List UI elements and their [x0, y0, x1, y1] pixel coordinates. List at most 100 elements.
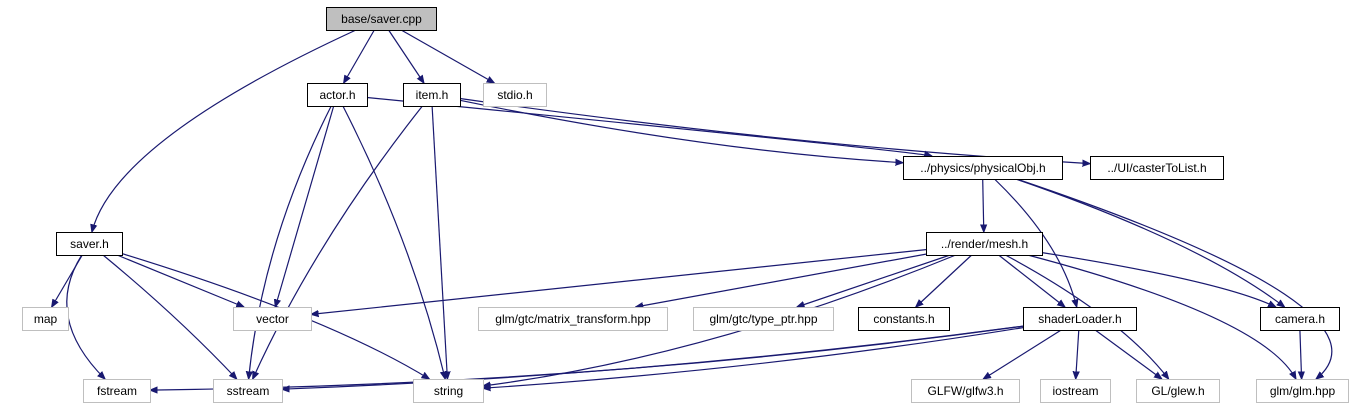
- edge-item_h-to-sstream: [253, 105, 423, 379]
- node-box-glfw3_h: [911, 379, 1020, 403]
- edge-saver_h-to-vector: [116, 254, 244, 307]
- node-box-type_ptr: [693, 307, 834, 331]
- edge-mesh_h-to-camera_h: [1041, 252, 1276, 307]
- node-camera_h[interactable]: camera.h: [1260, 307, 1340, 331]
- node-sstream: sstream: [213, 379, 283, 403]
- node-box-camera_h: [1260, 307, 1340, 331]
- node-saver_h[interactable]: saver.h: [56, 232, 123, 256]
- node-label-saver_h: saver.h: [70, 237, 109, 251]
- edge-camera_h-to-glm_hpp: [1300, 329, 1302, 379]
- node-label-glew_h: GL/glew.h: [1151, 384, 1204, 398]
- node-label-fstream: fstream: [97, 384, 137, 398]
- node-shaderLoader_h[interactable]: shaderLoader.h: [1023, 307, 1137, 331]
- node-iostream: iostream: [1040, 379, 1111, 403]
- node-box-constants_h: [858, 307, 950, 331]
- node-box-sstream: [213, 379, 283, 403]
- edge-shaderLoader_h-to-glew_h: [1094, 329, 1162, 379]
- node-box-glew_h: [1136, 379, 1220, 403]
- node-box-stdio_h: [483, 83, 547, 107]
- node-string: string: [413, 379, 484, 403]
- node-label-constants_h: constants.h: [873, 312, 934, 326]
- edge-mesh_h-to-shaderLoader_h: [998, 254, 1065, 307]
- node-box-shaderLoader_h: [1023, 307, 1137, 331]
- edge-physicalObj_h-to-shaderLoader_h: [994, 178, 1077, 307]
- node-physicalObj_h[interactable]: ../physics/physicalObj.h: [903, 156, 1063, 180]
- node-label-mesh_h: ../render/mesh.h: [941, 237, 1028, 251]
- node-box-actor_h: [307, 83, 368, 107]
- node-vector: vector: [233, 307, 312, 331]
- node-box-saver_cpp: [326, 7, 437, 31]
- node-label-iostream: iostream: [1052, 384, 1098, 398]
- node-glew_h: GL/glew.h: [1136, 379, 1220, 403]
- edge-mesh_h-to-string: [483, 254, 957, 386]
- node-saver_cpp[interactable]: base/saver.cpp: [326, 7, 437, 31]
- node-box-glm_hpp: [1256, 379, 1349, 403]
- node-stdio_h: stdio.h: [483, 83, 547, 107]
- node-box-fstream: [83, 379, 151, 403]
- node-actor_h[interactable]: actor.h: [307, 83, 368, 107]
- node-map: map: [22, 307, 69, 331]
- edge-saver_h-to-sstream: [102, 254, 237, 379]
- node-mesh_h[interactable]: ../render/mesh.h: [926, 232, 1043, 256]
- edge-layer: [52, 29, 1333, 390]
- node-type_ptr: glm/gtc/type_ptr.hpp: [693, 307, 834, 331]
- edge-saver_cpp-to-saver_h: [92, 29, 357, 232]
- node-box-casterToList_h: [1090, 156, 1224, 180]
- edge-saver_cpp-to-stdio_h: [400, 29, 494, 83]
- node-label-actor_h: actor.h: [319, 88, 355, 102]
- edge-actor_h-to-vector: [275, 105, 335, 307]
- node-matrix_transform: glm/gtc/matrix_transform.hpp: [478, 307, 668, 331]
- node-label-type_ptr: glm/gtc/type_ptr.hpp: [709, 312, 817, 326]
- edge-physicalObj_h-to-mesh_h: [983, 178, 984, 232]
- edge-physicalObj_h-to-camera_h: [1015, 178, 1285, 307]
- node-label-matrix_transform: glm/gtc/matrix_transform.hpp: [495, 312, 651, 326]
- edge-shaderLoader_h-to-iostream: [1076, 329, 1079, 379]
- node-box-mesh_h: [926, 232, 1043, 256]
- node-label-shaderLoader_h: shaderLoader.h: [1038, 312, 1121, 326]
- node-label-item_h: item.h: [416, 88, 449, 102]
- edge-shaderLoader_h-to-sstream: [282, 325, 1024, 389]
- node-casterToList_h[interactable]: ../UI/casterToList.h: [1090, 156, 1224, 180]
- edge-mesh_h-to-glm_hpp: [1027, 254, 1296, 379]
- edge-saver_cpp-to-item_h: [388, 29, 424, 83]
- edge-mesh_h-to-constants_h: [916, 254, 973, 307]
- edge-item_h-to-physicalObj_h: [459, 99, 903, 162]
- node-fstream: fstream: [83, 379, 151, 403]
- node-glm_hpp: glm/glm.hpp: [1256, 379, 1349, 403]
- node-label-map: map: [34, 312, 58, 326]
- node-label-vector: vector: [256, 312, 289, 326]
- node-label-stdio_h: stdio.h: [497, 88, 532, 102]
- node-box-matrix_transform: [478, 307, 668, 331]
- edge-actor_h-to-string: [342, 105, 445, 379]
- node-glfw3_h: GLFW/glfw3.h: [911, 379, 1020, 403]
- node-label-glfw3_h: GLFW/glfw3.h: [927, 384, 1003, 398]
- node-box-string: [413, 379, 484, 403]
- edge-shaderLoader_h-to-glfw3_h: [983, 329, 1062, 379]
- node-label-saver_cpp: base/saver.cpp: [341, 12, 422, 26]
- node-box-item_h: [403, 83, 461, 107]
- edge-shaderLoader_h-to-string: [483, 327, 1024, 389]
- node-label-camera_h: camera.h: [1275, 312, 1325, 326]
- edge-actor_h-to-physicalObj_h: [366, 96, 932, 157]
- edge-item_h-to-casterToList_h: [459, 97, 1090, 164]
- edge-item_h-to-string: [431, 105, 447, 379]
- node-label-string: string: [434, 384, 463, 398]
- node-item_h[interactable]: item.h: [403, 83, 461, 107]
- node-label-sstream: sstream: [227, 384, 270, 398]
- node-layer: base/saver.cpp actor.h item.h stdio.h ../phy…: [22, 7, 1349, 403]
- edge-saver_cpp-to-actor_h: [344, 29, 375, 83]
- node-label-physicalObj_h: ../physics/physicalObj.h: [920, 161, 1045, 175]
- node-box-saver_h: [56, 232, 123, 256]
- edge-mesh_h-to-vector: [311, 249, 927, 315]
- node-box-physicalObj_h: [903, 156, 1063, 180]
- node-label-casterToList_h: ../UI/casterToList.h: [1107, 161, 1206, 175]
- edge-actor_h-to-sstream: [249, 105, 332, 379]
- edge-mesh_h-to-matrix_transform: [636, 253, 927, 307]
- edge-mesh_h-to-type_ptr: [797, 254, 951, 307]
- node-constants_h[interactable]: constants.h: [858, 307, 950, 331]
- node-box-map: [22, 307, 69, 331]
- node-box-vector: [233, 307, 312, 331]
- node-label-glm_hpp: glm/glm.hpp: [1270, 384, 1336, 398]
- node-box-iostream: [1040, 379, 1111, 403]
- edge-saver_h-to-fstream: [66, 254, 105, 379]
